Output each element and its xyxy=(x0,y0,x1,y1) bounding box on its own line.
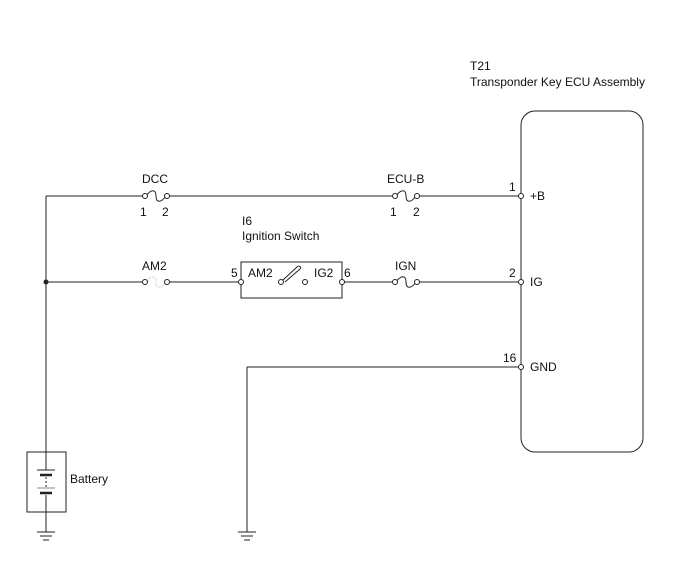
battery-label: Battery xyxy=(70,472,108,486)
ecu-pin-2-number: 2 xyxy=(509,266,516,280)
ecu-pin-1-number: 1 xyxy=(509,180,516,194)
switch-lever-icon xyxy=(282,265,302,283)
ecu-pin-16-number: 16 xyxy=(503,351,517,365)
fuse-am2 xyxy=(142,276,170,288)
fuse-ecub-pin2: 2 xyxy=(413,205,420,219)
ecu-code: T21 xyxy=(470,59,491,73)
ground-icon xyxy=(238,531,256,541)
switch-contact-in-label: AM2 xyxy=(248,266,273,280)
fuse-ecub xyxy=(392,190,420,202)
ecu-pin-16-terminal xyxy=(518,364,524,370)
fuse-ign xyxy=(392,276,420,288)
switch-contact-ig2 xyxy=(302,279,308,285)
switch-contact-am2 xyxy=(278,279,284,285)
switch-code: I6 xyxy=(242,214,252,228)
switch-pin-5-terminal xyxy=(238,279,244,285)
switch-pin-5-number: 5 xyxy=(231,266,238,280)
fuse-dcc-pin1: 1 xyxy=(140,205,147,219)
fuse-ign-label: IGN xyxy=(395,259,416,273)
ecu-pin-2-terminal xyxy=(518,279,524,285)
fuse-am2-label: AM2 xyxy=(142,259,167,273)
ecu-pin-2-label: IG xyxy=(530,275,543,289)
ecu-pin-16-label: GND xyxy=(530,360,557,374)
ecu-name: Transponder Key ECU Assembly xyxy=(470,75,645,89)
battery-icon xyxy=(37,440,55,532)
ground-icon xyxy=(37,531,55,541)
switch-pin-6-number: 6 xyxy=(344,266,351,280)
switch-name: Ignition Switch xyxy=(242,229,319,243)
fuse-dcc xyxy=(142,190,170,202)
ecu-pin-1-terminal xyxy=(518,193,524,199)
ecu-pin-1-label: +B xyxy=(530,189,545,203)
switch-contact-out-label: IG2 xyxy=(314,266,334,280)
fuse-ecub-pin1: 1 xyxy=(390,205,397,219)
switch-pin-6-terminal xyxy=(339,279,345,285)
fuse-dcc-pin2: 2 xyxy=(162,205,169,219)
fuse-dcc-label: DCC xyxy=(142,172,168,186)
fuse-ecub-label: ECU-B xyxy=(387,172,424,186)
